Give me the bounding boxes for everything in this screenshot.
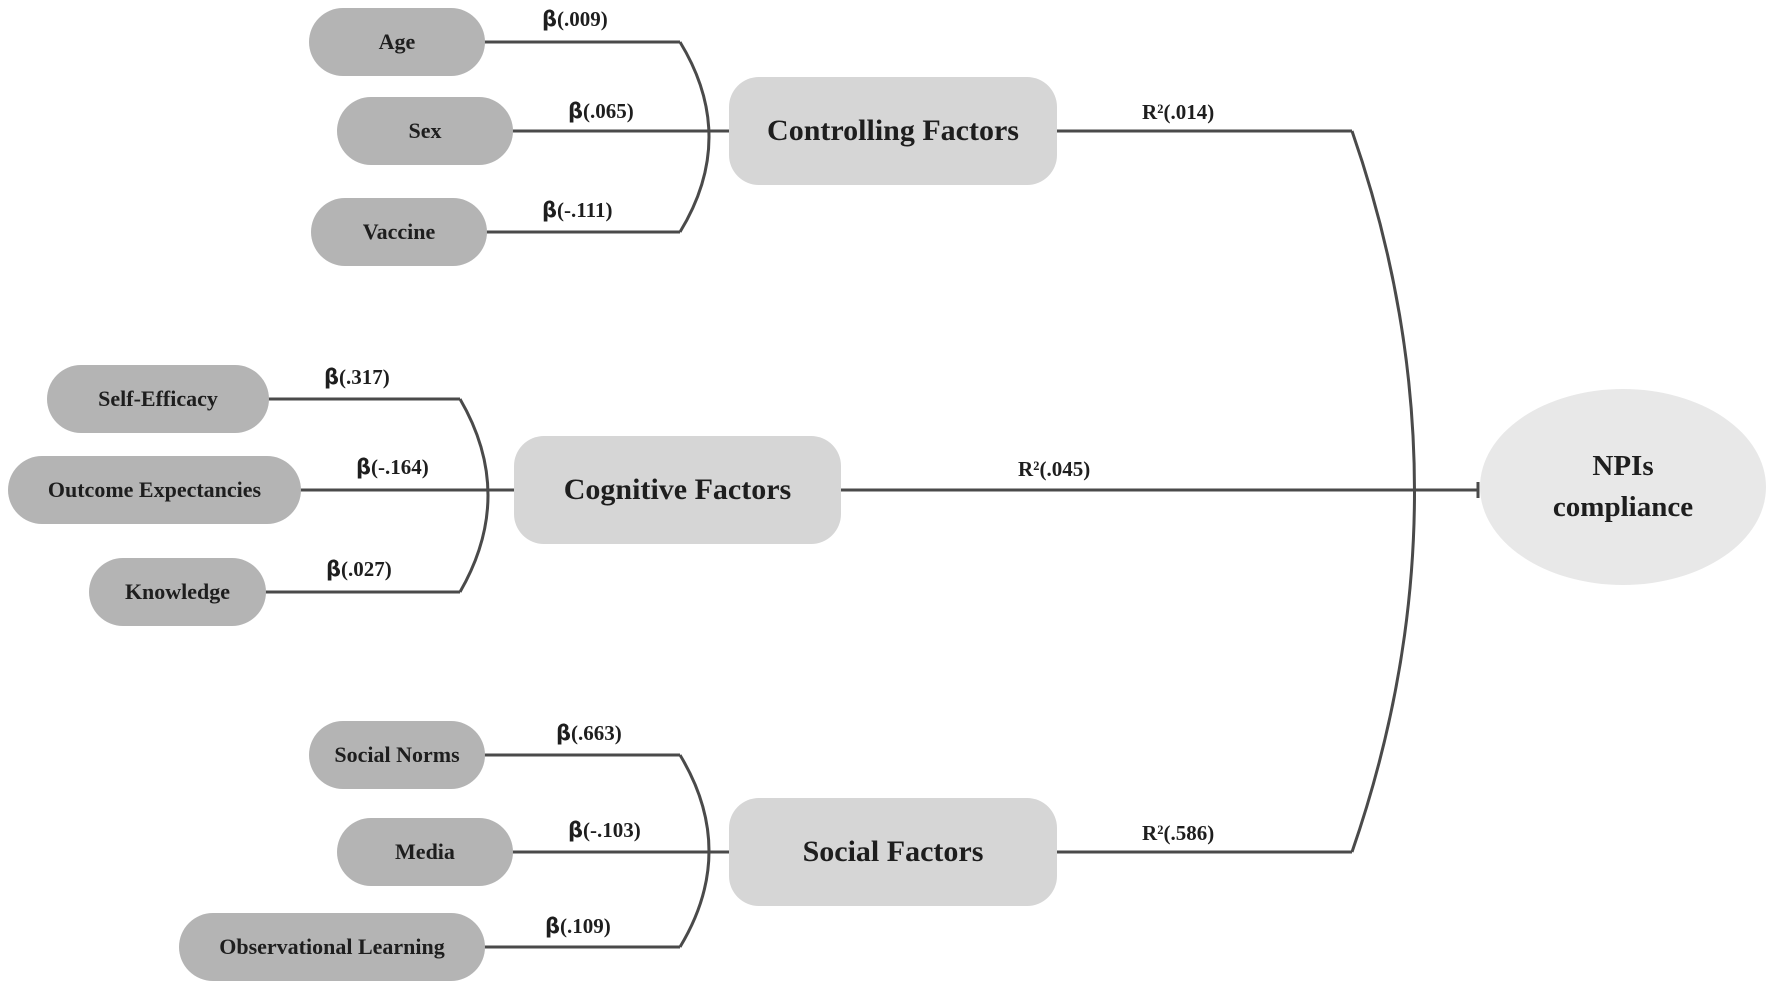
beta-symbol: β — [324, 365, 340, 389]
node-vaccine: Vaccine — [311, 198, 487, 266]
bracket-social — [678, 754, 711, 948]
node-cognitive-factors: Cognitive Factors — [514, 436, 841, 544]
beta-label-vaccine: β(-.111) — [542, 198, 613, 222]
node-social-factors: Social Factors — [729, 798, 1057, 906]
node-npis-compliance: NPIs compliance — [1480, 389, 1766, 585]
node-media: Media — [337, 818, 513, 886]
beta-symbol: β — [545, 914, 561, 938]
bracket-controlling — [678, 41, 711, 233]
beta-label-self-efficacy: β(.317) — [324, 365, 390, 389]
r2-label-cognitive: R²(.045) — [1018, 457, 1091, 481]
r2-label-controlling: R²(.014) — [1142, 100, 1215, 124]
beta-symbol: β — [568, 99, 584, 123]
bracket-outcome — [1350, 130, 1416, 853]
outcome-line-1: NPIs — [1592, 450, 1654, 483]
node-social-norms: Social Norms — [309, 721, 485, 789]
beta-label-observational-learning: β(.109) — [545, 914, 611, 938]
beta-label-sex: β(.065) — [568, 99, 634, 123]
node-knowledge: Knowledge — [89, 558, 266, 626]
node-sex: Sex — [337, 97, 513, 165]
node-self-efficacy: Self-Efficacy — [47, 365, 269, 433]
bracket-cognitive — [458, 398, 490, 593]
node-outcome-expectancies: Outcome Expectancies — [8, 456, 301, 524]
node-age: Age — [309, 8, 485, 76]
beta-symbol: β — [556, 721, 572, 745]
beta-symbol: β — [568, 818, 584, 842]
beta-symbol: β — [542, 198, 558, 222]
beta-symbol: β — [326, 557, 342, 581]
node-observational-learning: Observational Learning — [179, 913, 485, 981]
beta-label-knowledge: β(.027) — [326, 557, 392, 581]
beta-symbol: β — [542, 7, 558, 31]
beta-label-age: β(.009) — [542, 7, 608, 31]
node-controlling-factors: Controlling Factors — [729, 77, 1057, 185]
r2-label-social: R²(.586) — [1142, 821, 1215, 845]
beta-label-outcome-expectancies: β(-.164) — [356, 455, 429, 479]
outcome-line-2: compliance — [1552, 491, 1694, 523]
beta-label-media: β(-.103) — [568, 818, 641, 842]
beta-label-social-norms: β(.663) — [556, 721, 622, 745]
beta-symbol: β — [356, 455, 372, 479]
